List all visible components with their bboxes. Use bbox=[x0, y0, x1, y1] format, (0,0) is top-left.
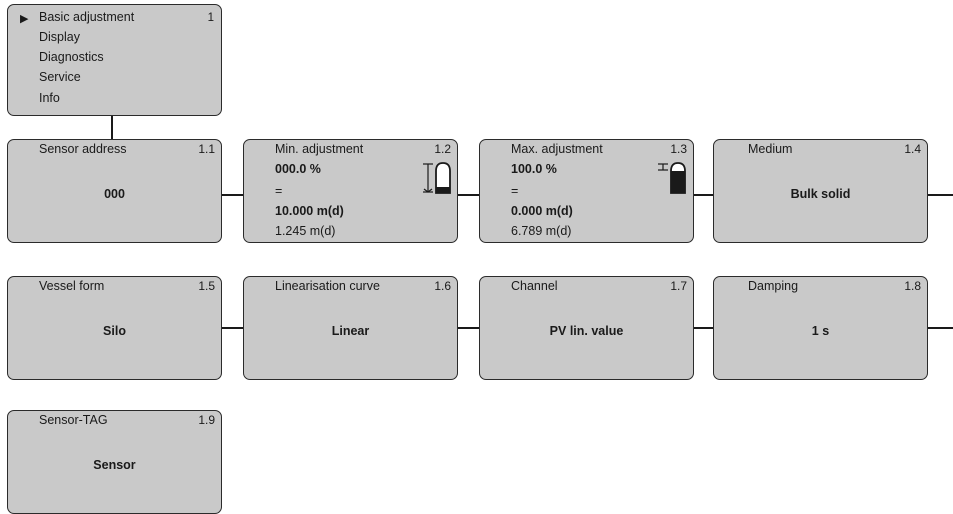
card-medium[interactable]: Medium 1.4 Bulk solid bbox=[713, 139, 928, 243]
card-title: Sensor-TAG bbox=[39, 413, 108, 427]
card-number: 1.1 bbox=[198, 142, 215, 156]
card-value: Linear bbox=[331, 324, 370, 338]
selection-arrow-icon: ▶ bbox=[20, 13, 29, 25]
row1-connector-3 bbox=[694, 194, 713, 196]
tank-empty-icon bbox=[423, 162, 451, 194]
card-channel[interactable]: Channel 1.7 PV lin. value bbox=[479, 276, 694, 380]
equals-sign: = bbox=[511, 184, 519, 198]
card-number: 1.7 bbox=[670, 279, 687, 293]
row2-connector-3 bbox=[694, 327, 713, 329]
card-number: 1.5 bbox=[198, 279, 215, 293]
card-title: Linearisation curve bbox=[275, 279, 380, 293]
min-distance: 10.000 m(d) bbox=[275, 204, 344, 218]
card-title: Vessel form bbox=[39, 279, 105, 293]
card-value: 000 bbox=[104, 187, 125, 201]
card-max-adjustment[interactable]: Max. adjustment 1.3 100.0 % = 0.000 m(d)… bbox=[479, 139, 694, 243]
card-title: Medium bbox=[748, 142, 793, 156]
card-value: Silo bbox=[103, 324, 126, 338]
card-number: 1.2 bbox=[434, 142, 451, 156]
card-number: 1.6 bbox=[434, 279, 451, 293]
card-value: Sensor bbox=[93, 458, 136, 472]
row2-connector-1 bbox=[222, 327, 243, 329]
card-value: 1 s bbox=[811, 324, 830, 338]
card-number: 1.9 bbox=[198, 413, 215, 427]
main-menu: ▶ Basic adjustment Display Diagnostics S… bbox=[7, 4, 222, 116]
card-sensor-tag[interactable]: Sensor-TAG 1.9 Sensor bbox=[7, 410, 222, 514]
menu-item-service[interactable]: Service bbox=[39, 70, 81, 84]
card-value: PV lin. value bbox=[549, 324, 624, 338]
card-title: Sensor address bbox=[39, 142, 127, 156]
card-linearisation-curve[interactable]: Linearisation curve 1.6 Linear bbox=[243, 276, 458, 380]
menu-connector bbox=[111, 116, 113, 139]
row2-connector-out bbox=[928, 327, 953, 329]
card-number: 1.4 bbox=[904, 142, 921, 156]
row1-connector-out bbox=[928, 194, 953, 196]
card-title: Max. adjustment bbox=[511, 142, 603, 156]
menu-item-diagnostics[interactable]: Diagnostics bbox=[39, 50, 104, 64]
menu-number: 1 bbox=[207, 12, 214, 24]
card-damping[interactable]: Damping 1.8 1 s bbox=[713, 276, 928, 380]
measured-distance: 6.789 m(d) bbox=[511, 224, 572, 238]
equals-sign: = bbox=[275, 184, 283, 198]
card-number: 1.3 bbox=[670, 142, 687, 156]
min-percent: 000.0 % bbox=[275, 162, 321, 176]
card-sensor-address[interactable]: Sensor address 1.1 000 bbox=[7, 139, 222, 243]
card-vessel-form[interactable]: Vessel form 1.5 Silo bbox=[7, 276, 222, 380]
tank-full-icon bbox=[658, 162, 686, 194]
row1-connector-2 bbox=[458, 194, 479, 196]
measured-distance: 1.245 m(d) bbox=[275, 224, 336, 238]
menu-item-info[interactable]: Info bbox=[39, 91, 60, 105]
card-number: 1.8 bbox=[904, 279, 921, 293]
card-value: Bulk solid bbox=[790, 187, 851, 201]
card-title: Channel bbox=[511, 279, 558, 293]
row1-connector-1 bbox=[222, 194, 243, 196]
menu-item-display[interactable]: Display bbox=[39, 30, 80, 44]
max-percent: 100.0 % bbox=[511, 162, 557, 176]
row2-connector-2 bbox=[458, 327, 479, 329]
menu-item-basic-adjustment[interactable]: Basic adjustment bbox=[39, 10, 135, 24]
max-distance: 0.000 m(d) bbox=[511, 204, 573, 218]
card-min-adjustment[interactable]: Min. adjustment 1.2 000.0 % = 10.000 m(d… bbox=[243, 139, 458, 243]
card-title: Damping bbox=[748, 279, 799, 293]
card-title: Min. adjustment bbox=[275, 142, 364, 156]
